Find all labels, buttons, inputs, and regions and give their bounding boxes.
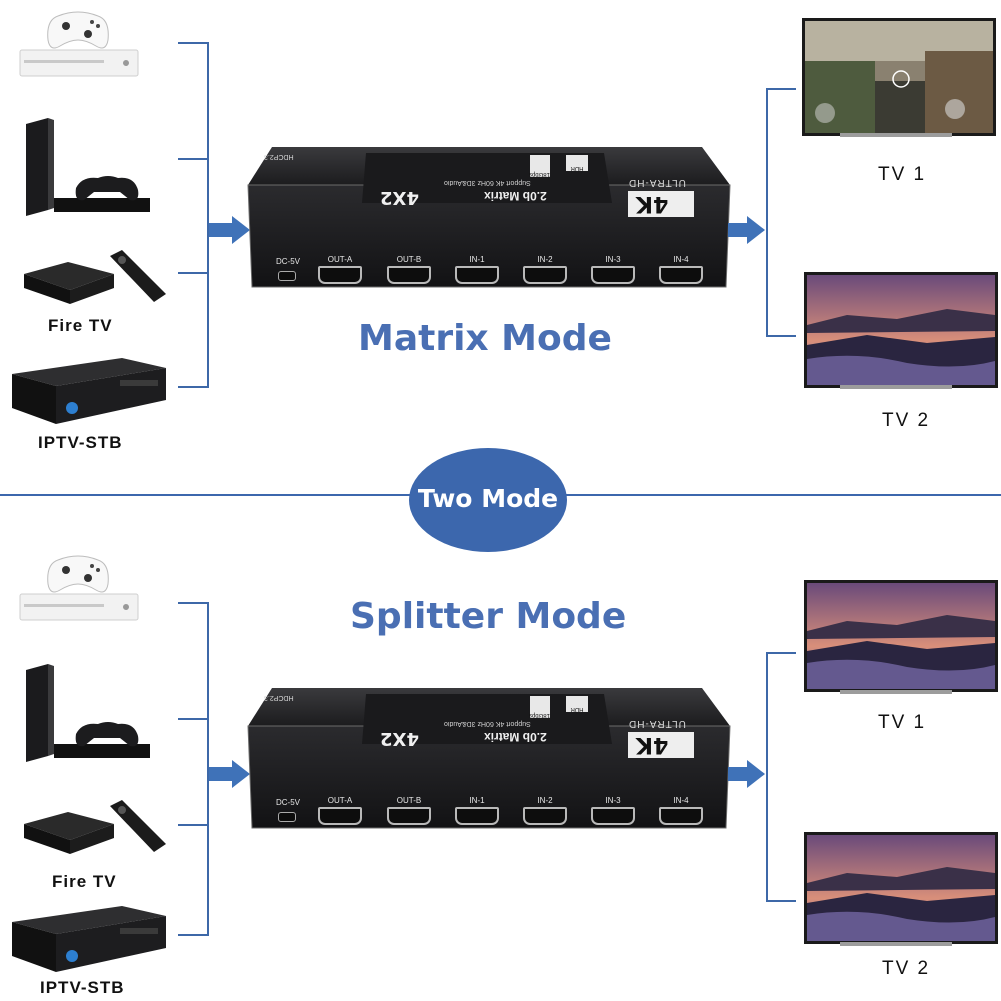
iptv-stb-icon bbox=[10, 904, 168, 974]
mode-separator-label: Two Mode bbox=[417, 484, 559, 513]
iptv-stb-icon bbox=[10, 356, 168, 426]
input-bracket bbox=[178, 42, 208, 44]
device-4k-badge: 4K bbox=[636, 191, 669, 216]
output-label-tv2: TV 2 bbox=[882, 958, 931, 979]
hdmi-port-out-a bbox=[318, 266, 362, 284]
port-label-in-2: IN-2 bbox=[537, 796, 553, 805]
source-label-iptv-stb: IPTV-STB bbox=[38, 433, 123, 452]
output-arrow bbox=[728, 767, 748, 781]
input-bracket bbox=[178, 602, 208, 604]
hdmi-port-in-3 bbox=[591, 807, 635, 825]
matrix-mode-title: Matrix Mode bbox=[358, 318, 612, 359]
tv-landscape-screen-icon bbox=[804, 272, 998, 388]
power-port bbox=[278, 271, 296, 281]
device-model: 4X2 bbox=[380, 728, 419, 749]
hdmi-port-in-2 bbox=[523, 266, 567, 284]
power-port-label: DC-5V bbox=[275, 798, 300, 807]
power-port-label: DC-5V bbox=[275, 257, 300, 266]
input-arrow bbox=[209, 767, 233, 781]
device-spec-sub: Support 4K 60Hz 3D&Audio bbox=[444, 720, 531, 727]
device-hdcp: HDCP2.3 bbox=[264, 694, 294, 701]
splitter-mode-title: Splitter Mode bbox=[350, 596, 627, 637]
xbox-console-icon bbox=[18, 10, 140, 78]
mode-separator-bubble bbox=[409, 448, 567, 552]
tv-landscape-screen-icon bbox=[804, 580, 998, 692]
hdmi-port-in-4 bbox=[659, 807, 703, 825]
source-label-fire-tv: Fire TV bbox=[52, 872, 117, 891]
xbox-console-icon bbox=[18, 554, 140, 622]
device-badge-speed: 18Gbps bbox=[529, 155, 550, 177]
device-spec: 2.0b Matrix bbox=[484, 730, 547, 744]
tv-stand bbox=[840, 133, 952, 137]
device-badge-speed: 18Gbps bbox=[529, 696, 550, 718]
source-label-iptv-stb: IPTV-STB bbox=[40, 978, 125, 997]
hdmi-port-in-4 bbox=[659, 266, 703, 284]
port-label-in-3: IN-3 bbox=[605, 255, 621, 264]
device-spec: 2.0b Matrix bbox=[484, 189, 547, 203]
playstation-console-icon bbox=[24, 664, 152, 762]
output-arrow-head bbox=[747, 216, 765, 244]
device-brand-line: ULTRA-HD bbox=[628, 177, 686, 188]
port-label-out-a: OUT-A bbox=[327, 255, 353, 264]
hdmi-matrix-device: ULTRA-HD 4K 4X2 2.0b Matrix Support 4K 6… bbox=[244, 145, 732, 295]
output-arrow-head bbox=[747, 760, 765, 788]
hdmi-matrix-device: ULTRA-HD 4K 4X2 2.0b Matrix Support 4K 6… bbox=[244, 686, 732, 836]
device-spec-sub: Support 4K 60Hz 3D&Audio bbox=[444, 179, 531, 186]
input-arrow-head bbox=[232, 216, 250, 244]
device-badge-hdr: HDR bbox=[566, 155, 588, 171]
port-label-in-4: IN-4 bbox=[673, 796, 689, 805]
device-model: 4X2 bbox=[380, 187, 419, 208]
output-bracket bbox=[766, 88, 768, 336]
hdmi-port-in-3 bbox=[591, 266, 635, 284]
device-hdcp: HDCP2.3 bbox=[264, 153, 294, 160]
hdmi-port-out-a bbox=[318, 807, 362, 825]
output-label-tv2: TV 2 bbox=[882, 410, 931, 431]
input-arrow bbox=[209, 223, 233, 237]
source-label-fire-tv: Fire TV bbox=[48, 316, 113, 335]
port-label-in-2: IN-2 bbox=[537, 255, 553, 264]
port-label-in-1: IN-1 bbox=[469, 255, 485, 264]
fire-tv-icon bbox=[22, 248, 167, 310]
port-label-out-b: OUT-B bbox=[396, 796, 422, 805]
power-port bbox=[278, 812, 296, 822]
output-bracket bbox=[766, 652, 768, 902]
hdmi-port-in-1 bbox=[455, 807, 499, 825]
hdmi-port-out-b bbox=[387, 266, 431, 284]
port-label-in-3: IN-3 bbox=[605, 796, 621, 805]
port-label-out-a: OUT-A bbox=[327, 796, 353, 805]
device-badge-hdr: HDR bbox=[566, 696, 588, 712]
hdmi-port-in-1 bbox=[455, 266, 499, 284]
port-label-in-4: IN-4 bbox=[673, 255, 689, 264]
output-arrow bbox=[728, 223, 748, 237]
fire-tv-icon bbox=[22, 798, 167, 860]
input-arrow-head bbox=[232, 760, 250, 788]
device-brand-line: ULTRA-HD bbox=[628, 718, 686, 729]
output-label-tv1: TV 1 bbox=[878, 712, 927, 733]
tv-landscape-screen-icon bbox=[804, 832, 998, 944]
device-4k-badge: 4K bbox=[636, 732, 669, 757]
hdmi-port-out-b bbox=[387, 807, 431, 825]
tv-game-screen-icon bbox=[802, 18, 996, 136]
playstation-console-icon bbox=[24, 118, 152, 216]
output-label-tv1: TV 1 bbox=[878, 164, 927, 185]
port-label-in-1: IN-1 bbox=[469, 796, 485, 805]
port-label-out-b: OUT-B bbox=[396, 255, 422, 264]
hdmi-port-in-2 bbox=[523, 807, 567, 825]
